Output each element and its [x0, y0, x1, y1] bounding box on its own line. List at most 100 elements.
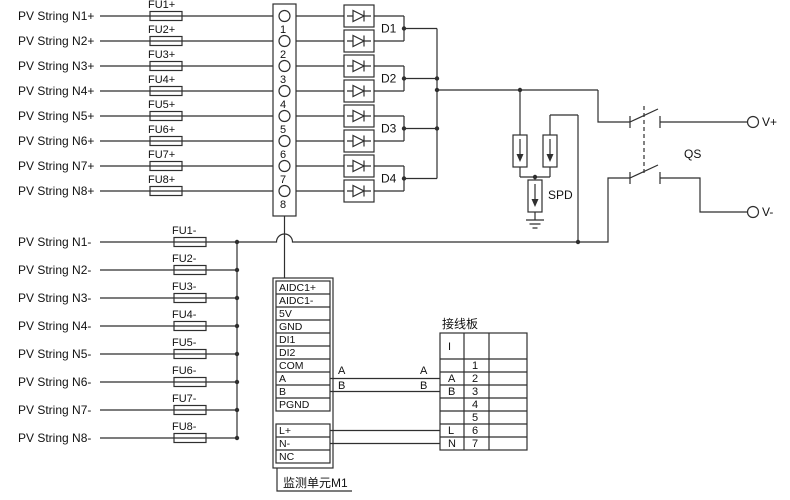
- monitor-terminal-grid: [276, 293, 330, 399]
- v-minus-terminal: [746, 205, 760, 219]
- ground-icon: [525, 219, 545, 229]
- terminal-number: 2: [280, 49, 286, 61]
- monitor-caption: 监测单元M1: [283, 476, 348, 490]
- pv-string-label: PV String N5-: [18, 347, 91, 361]
- surge-arrester-icon: [527, 179, 543, 213]
- v-plus-terminal: [746, 115, 760, 129]
- spd-label: SPD: [548, 188, 573, 202]
- terminal-circle: [278, 159, 291, 173]
- junction-dot: [234, 267, 240, 273]
- monitor-power-label: N-: [279, 438, 291, 450]
- terminal-board-header: I: [448, 341, 451, 353]
- pv-string-label: PV String N4+: [18, 84, 94, 98]
- terminal-board-row-number: 2: [472, 373, 478, 385]
- wire: [330, 377, 440, 445]
- terminal-number: 1: [280, 24, 286, 36]
- terminal-board-row-number: 3: [472, 386, 478, 398]
- monitor-terminal-label: DI1: [279, 334, 296, 346]
- fuse-label: FU7-: [172, 393, 197, 405]
- qs-switch-section: QS V+ V-: [578, 90, 777, 243]
- junction-dot: [234, 379, 240, 385]
- terminal-board-row-number: 4: [472, 399, 478, 411]
- diode-icon: [343, 79, 375, 103]
- pv-string-label: PV String N1-: [18, 235, 91, 249]
- pv-string-label: PV String N8-: [18, 431, 91, 445]
- surge-arrester-icon: [512, 134, 528, 168]
- junction-dot: [234, 295, 240, 301]
- terminal-number: 4: [280, 99, 286, 111]
- monitor-terminal-label: DI2: [279, 347, 296, 359]
- diode-icon: [343, 129, 375, 153]
- junction-dot: [517, 87, 523, 93]
- fuse-label: FU5-: [172, 337, 197, 349]
- fuse-label: FU2+: [148, 24, 175, 36]
- terminal-number: 3: [280, 74, 286, 86]
- monitor-terminal-label: B: [279, 386, 286, 398]
- fuse-label: FU5+: [148, 99, 175, 111]
- fuse-label: FU4-: [172, 309, 197, 321]
- junction-dot: [401, 26, 407, 31]
- junction-dot: [234, 323, 240, 329]
- pv-string-label: PV String N5+: [18, 109, 94, 123]
- junction-dot: [234, 351, 240, 357]
- fuse-label: FU1-: [172, 225, 197, 237]
- diode-icon: [343, 4, 375, 28]
- terminal-board-row-number: 6: [472, 425, 478, 437]
- wire: [578, 90, 748, 243]
- terminal-circle: [278, 9, 291, 23]
- fuse-label: FU3-: [172, 281, 197, 293]
- pv-string-label: PV String N7-: [18, 403, 91, 417]
- v-plus-label: V+: [762, 115, 777, 129]
- rs485-b-label: B: [420, 380, 427, 392]
- pv-negative-section: PV String N1- PV String N2- PV String N3…: [18, 225, 578, 445]
- terminal-circle: [278, 134, 291, 148]
- terminal-circle: [278, 184, 291, 198]
- terminal-circle: [278, 109, 291, 123]
- diode-label: D1: [381, 22, 397, 36]
- rs485-a-label: A: [338, 365, 346, 377]
- monitor-terminal-label: GND: [279, 321, 303, 333]
- comm-wires: A A B B: [330, 365, 440, 445]
- diode-icon: [343, 104, 375, 128]
- diode-label: D4: [381, 172, 397, 186]
- terminal-number: 6: [280, 149, 286, 161]
- terminal-board-row-number: 7: [472, 438, 478, 450]
- diode-icon: [343, 154, 375, 178]
- fuse-label: FU8-: [172, 421, 197, 433]
- monitor-power-label: NC: [279, 451, 295, 463]
- monitor-terminal-label: AIDC1-: [279, 295, 314, 307]
- junction-dot: [401, 176, 407, 181]
- junction-dot: [434, 87, 440, 93]
- pv-string-label: PV String N6-: [18, 375, 91, 389]
- monitor-unit: AIDC1+ AIDC1- 5V GND DI1 DI2 COM A B PGN…: [272, 216, 352, 492]
- fuse-label: FU6+: [148, 124, 175, 136]
- fuse-label: FU1+: [148, 0, 175, 11]
- pv-string-label: PV String N8+: [18, 184, 94, 198]
- monitor-terminal-label: AIDC1+: [279, 282, 316, 294]
- diode-icon: [343, 54, 375, 78]
- terminal-board-row-number: 1: [472, 360, 478, 372]
- wire: [519, 90, 579, 242]
- monitor-power-label: L+: [279, 425, 291, 437]
- terminal-board-title: 接线板: [442, 316, 478, 331]
- terminal-board-grid: [440, 333, 527, 450]
- terminal-board-outline: [439, 332, 528, 451]
- pv-string-label: PV String N2+: [18, 34, 94, 48]
- diode-label: D3: [381, 122, 397, 136]
- junction-dot: [401, 76, 407, 81]
- rs485-b-label: B: [338, 380, 345, 392]
- wire: [100, 241, 238, 439]
- terminal-board-row-label: A: [448, 373, 456, 385]
- diode-icon: [343, 29, 375, 53]
- junction-dot: [234, 435, 240, 441]
- pv-string-label: PV String N1+: [18, 9, 94, 23]
- junction-dot: [234, 407, 240, 413]
- negative-bus-hop: [237, 233, 578, 243]
- surge-arrester-icon: [542, 134, 558, 168]
- diode-icon: [343, 179, 375, 203]
- terminal-board-row-label: N: [448, 438, 456, 450]
- terminal-board-row-label: B: [448, 386, 455, 398]
- fuse-label: FU4+: [148, 74, 175, 86]
- rs485-a-label: A: [420, 365, 428, 377]
